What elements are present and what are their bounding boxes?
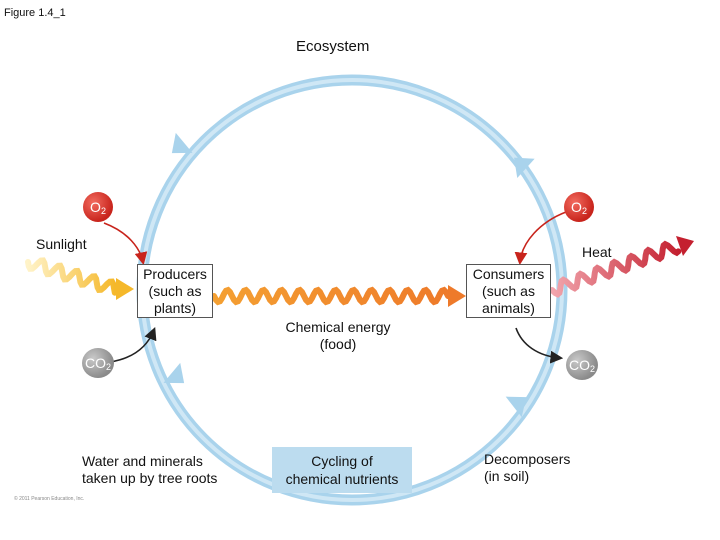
- chemical-energy-wave: [211, 286, 451, 306]
- cycle-arrowhead-lower-right: [505, 396, 527, 418]
- co2-molecule-right: CO2: [566, 350, 598, 380]
- o2-molecule-left: O2: [83, 192, 113, 222]
- producers-box: Producers (such as plants): [137, 264, 213, 318]
- chemical-energy-arrowhead: [448, 285, 466, 307]
- cycling-box: Cycling of chemical nutrients: [272, 447, 412, 493]
- co2-release-arrow: [515, 327, 564, 364]
- copyright-notice: © 2011 Pearson Education, Inc.: [14, 496, 85, 502]
- cycle-arrowhead-upper-right: [514, 157, 535, 179]
- consumers-box: Consumers (such as animals): [466, 264, 551, 318]
- o2-uptake-arrow: [514, 211, 567, 266]
- sunlight-label: Sunlight: [36, 236, 87, 252]
- co2-uptake-arrow: [109, 327, 157, 363]
- heat-arrowhead: [676, 236, 694, 256]
- diagram-title: Ecosystem: [296, 38, 370, 55]
- sunlight-wave: [25, 257, 118, 296]
- heat-label: Heat: [582, 244, 612, 260]
- co2-molecule-left: CO2: [82, 348, 114, 378]
- figure-label: Figure 1.4_1: [4, 7, 66, 19]
- sunlight-arrowhead: [116, 278, 134, 300]
- o2-molecule-right: O2: [564, 192, 594, 222]
- cycle-arrowhead-upper-left: [171, 132, 193, 154]
- chemical-energy-label: Chemical energy (food): [285, 319, 391, 352]
- o2-release-arrow: [103, 222, 148, 266]
- decomposers-label: Decomposers (in soil): [484, 451, 571, 484]
- heat-wave: [549, 240, 682, 298]
- water-minerals-label: Water and minerals taken up by tree root…: [82, 453, 218, 486]
- cycle-arrowhead-lower-left: [163, 362, 185, 384]
